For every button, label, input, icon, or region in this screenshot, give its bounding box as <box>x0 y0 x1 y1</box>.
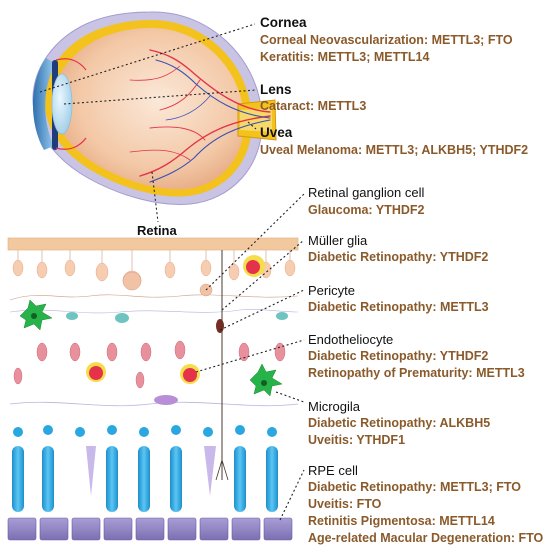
inner-limiting-membrane <box>7 237 299 251</box>
annotation-disease-corneal-neovascularization: Corneal Neovascularization: METTL3; FTO <box>260 33 513 47</box>
capillary-top <box>243 255 265 277</box>
ganglion-layer <box>12 259 296 290</box>
rpe-layer <box>7 517 293 541</box>
annotation-disease-retinitis-pigmentosa: Retinitis Pigmentosa: METTL14 <box>308 514 495 528</box>
leader-endothelio <box>195 339 305 373</box>
retinal-vessels <box>129 49 271 183</box>
annotation-disease-amd: Age-related Macular Degeneration: FTO <box>308 531 544 545</box>
photoreceptors <box>12 446 278 512</box>
annotation-disease-dr-pericyte: Diabetic Retinopathy: METTL3 <box>308 300 489 314</box>
annotation-disease-keratitis: Keratitis: METTL3; METTL14 <box>260 50 430 64</box>
leader-pericyte <box>219 289 305 331</box>
leader-rpe <box>279 469 305 521</box>
leader-ganglion <box>205 193 305 291</box>
annotation-disease-uveitis-fto: Uveitis: FTO <box>308 497 382 511</box>
retina-label: Retina <box>137 223 177 238</box>
annotation-title-endotheliocyte: Endotheliocyte <box>308 332 394 347</box>
vitreous <box>53 27 245 190</box>
inner-nuclear-layer <box>13 340 286 389</box>
annotation-disease-dr-endotheliocyte: Diabetic Retinopathy: YTHDF2 <box>308 349 489 363</box>
annotation-title-lens: Lens <box>260 82 292 97</box>
leader-lines <box>39 23 305 521</box>
horizontal-cell <box>154 395 178 405</box>
cornea-shape <box>32 58 56 150</box>
retina-section <box>7 237 299 541</box>
annotation-title-pericyte: Pericyte <box>308 283 355 298</box>
leader-lens <box>63 89 257 105</box>
annotation-disease-dr-rpe: Diabetic Retinopathy: METTL3; FTO <box>308 480 521 494</box>
leader-microglia <box>275 391 305 403</box>
leader-cornea <box>39 23 256 93</box>
annotation-title-muller-glia: Müller glia <box>308 233 368 248</box>
pericytes <box>66 312 288 333</box>
annotation-disease-rop: Retinopathy of Prematurity: METTL3 <box>308 366 525 380</box>
annotation-disease-glaucoma: Glaucoma: YTHDF2 <box>308 203 425 217</box>
eye-illustration <box>32 11 277 205</box>
leader-retina <box>151 171 159 223</box>
leader-uvea <box>247 121 257 130</box>
annotation-disease-uveal-melanoma: Uveal Melanoma: METTL3; ALKBH5; YTHDF2 <box>260 143 529 157</box>
annotation-disease-uveitis-ythdf1: Uveitis: YTHDF1 <box>308 433 406 447</box>
microglia-right <box>249 363 283 397</box>
annotation-title-retinal-ganglion-cell: Retinal ganglion cell <box>308 185 425 200</box>
annotation-disease-dr-microglia: Diabetic Retinopathy: ALKBH5 <box>308 416 491 430</box>
annotation-title-uvea: Uvea <box>260 125 293 140</box>
annotation-disease-dr-muller: Diabetic Retinopathy: YTHDF2 <box>308 250 489 264</box>
capillaries <box>86 362 200 384</box>
annotation-title-microglia: Microgila <box>308 399 361 414</box>
lens-shape <box>51 73 73 135</box>
nerve-fibers <box>9 250 299 314</box>
annotation-title-rpe-cell: RPE cell <box>308 463 358 478</box>
outer-nuclear-layer <box>13 425 277 437</box>
annotation-disease-cataract: Cataract: METTL3 <box>260 99 367 113</box>
annotation-title-cornea: Cornea <box>260 15 307 30</box>
